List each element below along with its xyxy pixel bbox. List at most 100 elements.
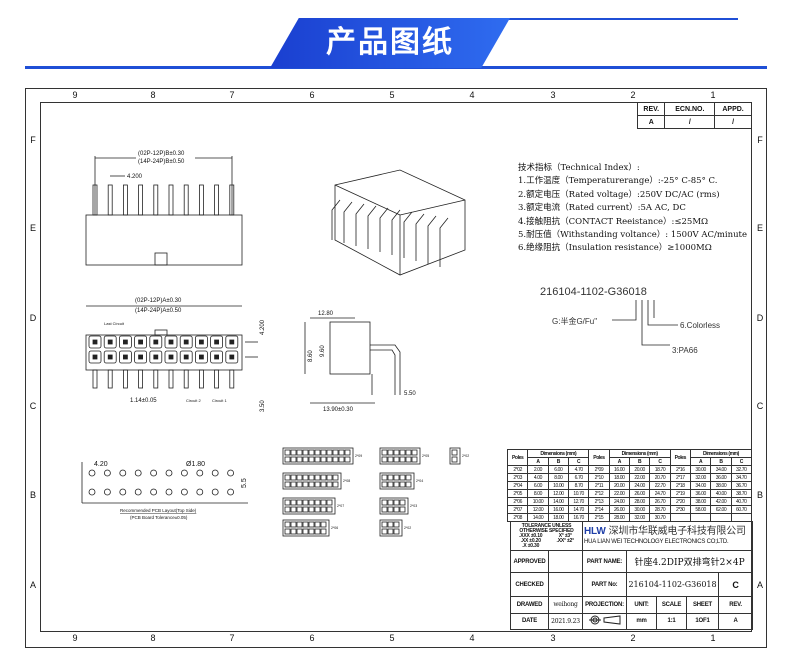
row-label: A	[756, 580, 763, 590]
table-cell: 34.00	[689, 481, 712, 490]
table-cell: 2*10	[588, 473, 610, 482]
pin-tail	[214, 369, 220, 389]
spec-item: 4.接触阻抗（CONTACT Reeistance）:≤25MΩ	[518, 216, 709, 227]
layout-variant	[379, 447, 421, 465]
dim-b1: (02P-12P)B±0.30	[138, 151, 185, 157]
table-cell: 14.70	[567, 505, 590, 514]
variant-cell	[405, 481, 412, 488]
drawed-by: weihong	[547, 596, 584, 614]
table-cell: 10.00	[527, 497, 549, 506]
circuit-cell	[194, 350, 208, 364]
circuit-cell	[194, 335, 208, 349]
variant-cell	[314, 474, 321, 481]
circuit-cell	[225, 350, 239, 364]
circuit-pin	[229, 354, 235, 360]
company-name-cn: 深圳市华联威电子科技有限公司	[608, 526, 746, 538]
variant-cell	[393, 521, 400, 528]
table-cell: 34.70	[730, 473, 753, 482]
variant-cell	[381, 481, 388, 488]
variant-cell	[290, 499, 297, 506]
variant-cell	[387, 528, 394, 535]
circuit-cell	[103, 335, 117, 349]
table-cell: 20.00	[628, 465, 651, 474]
variant-cell	[302, 456, 309, 463]
pin	[183, 184, 189, 216]
pcb-hole	[165, 488, 173, 496]
column-label: 2	[630, 90, 636, 100]
col-b-header: B	[710, 457, 732, 466]
variant-cell	[387, 474, 394, 481]
circuit-pin	[107, 339, 113, 345]
dim-side-4: 13.90±0.30	[323, 407, 354, 413]
column-label: 6	[309, 633, 315, 643]
variant-cell	[381, 474, 388, 481]
table-cell: 2*02	[506, 465, 529, 474]
variant-cell	[393, 474, 400, 481]
date-label: DATE	[510, 612, 549, 631]
variant-label: 2*05	[422, 454, 429, 458]
spec-item: 5.耐压值（Withstanding voltance）: 1500V AC/m…	[518, 230, 748, 241]
variant-cell	[387, 521, 394, 528]
pcb-hole: Ø1.80	[186, 461, 205, 468]
approved-label: APPROVED	[510, 550, 549, 574]
table-cell: 12.70	[567, 497, 590, 506]
dim-side-3: 9.60	[320, 345, 326, 357]
pcb-hole	[227, 488, 235, 496]
variant-cell	[393, 449, 400, 456]
column-label: 7	[229, 633, 235, 643]
variant-label: 2*04	[416, 479, 423, 483]
variant-label: 2*08	[343, 479, 350, 483]
variant-cell	[308, 506, 315, 513]
circuit-pin	[123, 339, 128, 345]
unit-value: mm	[626, 612, 658, 631]
circuit-pin	[153, 354, 159, 360]
variant-cell	[296, 521, 303, 528]
variant-cell	[393, 528, 400, 535]
layout-variant	[379, 497, 409, 515]
circuit-pin	[168, 339, 174, 345]
table-cell: 60.70	[730, 505, 753, 514]
column-label: 4	[469, 633, 475, 643]
pin	[123, 184, 128, 216]
col-b-header: B	[628, 457, 651, 466]
variant-cell	[399, 449, 406, 456]
variant-cell	[290, 456, 297, 463]
variant-cell	[290, 521, 297, 528]
title-block: TOLERANCE UNLESS OTHERWISE SPECIFIED .XX…	[509, 520, 754, 631]
part-rev: C	[718, 572, 754, 598]
col-c-header: C	[649, 457, 671, 466]
pin	[107, 184, 113, 216]
table-cell: 36.00	[689, 489, 712, 498]
table-cell: 26.00	[608, 505, 630, 514]
variant-cell	[290, 474, 297, 481]
variant-cell	[296, 449, 303, 456]
table-cell: 20.00	[608, 481, 630, 490]
table-cell: 6.00	[547, 465, 569, 474]
circuit-pin	[138, 339, 144, 345]
table-cell: 10.00	[547, 481, 569, 490]
table-cell: 32.70	[730, 465, 753, 474]
part-no-label: PART No:	[582, 572, 628, 598]
part-no: 216104-1102-G36018	[626, 572, 720, 598]
table-cell: 24.00	[628, 481, 651, 490]
circuit-cell	[210, 350, 224, 364]
row-label: E	[29, 223, 36, 233]
company-box: HLW 深圳市华联威电子科技有限公司 HUA LIAN WEI TECHNOLO…	[582, 520, 754, 552]
iso-pin	[427, 215, 437, 264]
iso-pin	[403, 211, 413, 258]
dim-side-5: 5.50	[404, 391, 416, 397]
circuit-pin	[123, 354, 128, 360]
variant-cell	[399, 474, 406, 481]
variant-cell	[308, 521, 315, 528]
appd-value: /	[714, 115, 752, 129]
tolerance-title: TOLERANCE UNLESS OTHERWISE SPECIFIED	[519, 522, 574, 534]
iso-pin	[415, 213, 425, 261]
last-circuit-label: Last Circuit	[104, 321, 125, 326]
col-a-header: A	[527, 457, 549, 466]
variant-cell	[338, 456, 345, 463]
pcb-hole	[104, 469, 111, 477]
variant-label: 2*03	[410, 504, 417, 508]
table-cell: 38.70	[730, 489, 753, 498]
column-label: 2	[630, 633, 636, 643]
